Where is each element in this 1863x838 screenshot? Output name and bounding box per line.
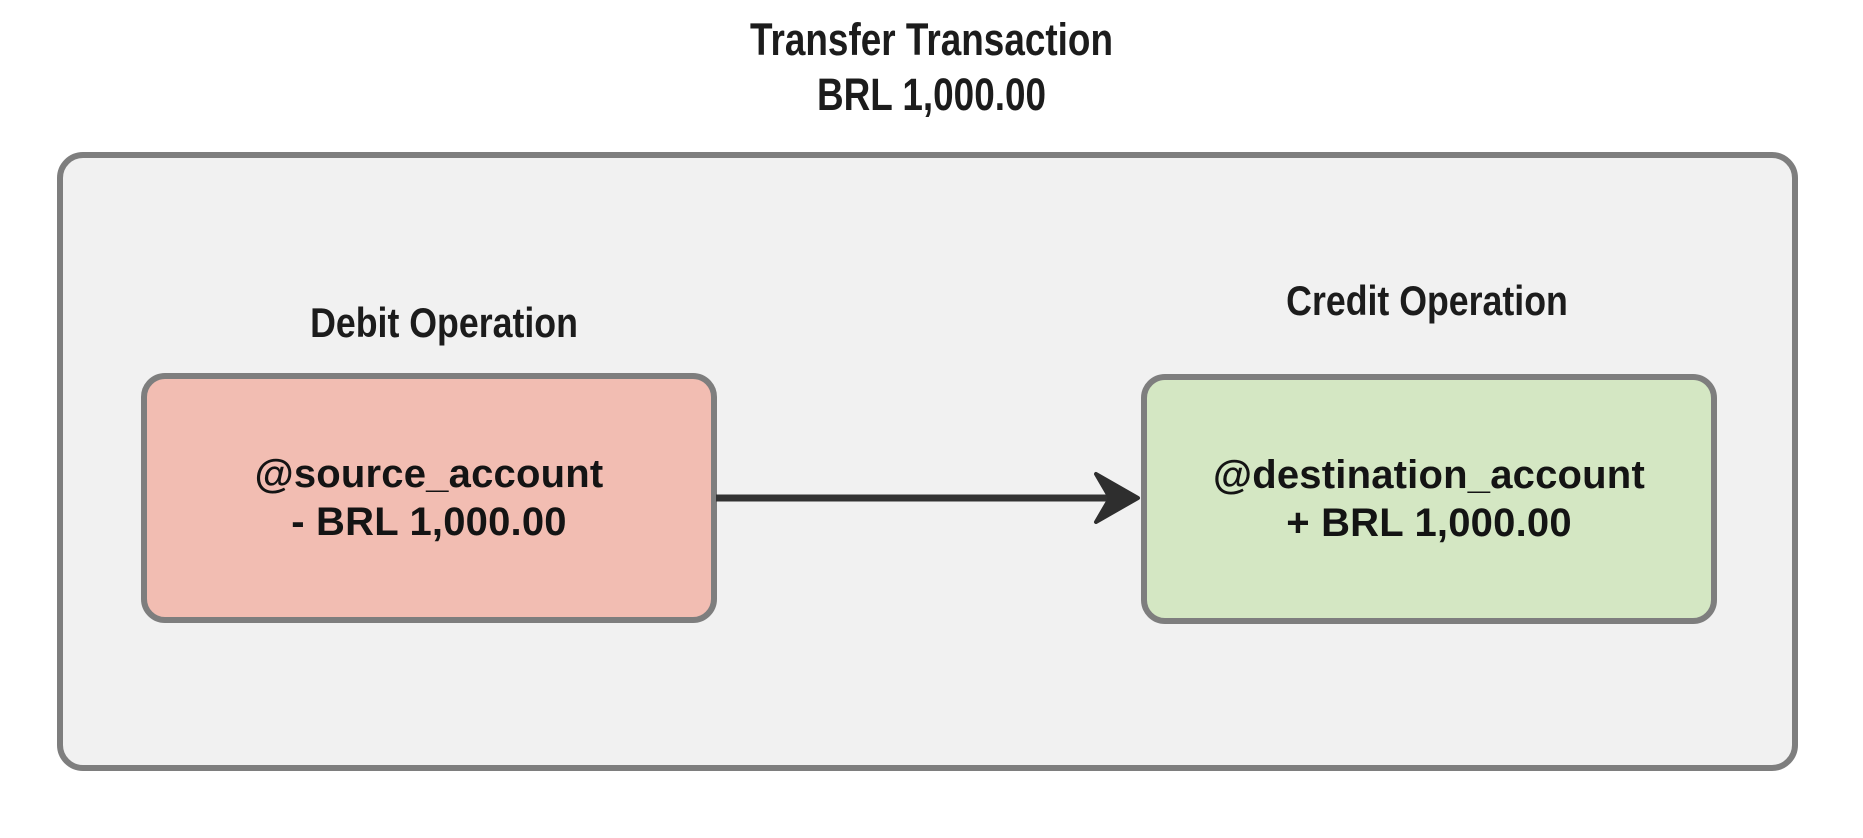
diagram-title-line1: Transfer Transaction	[749, 14, 1113, 65]
credit-operation-label: Credit Operation	[1286, 277, 1568, 324]
destination-account-amount: + BRL 1,000.00	[1286, 501, 1572, 545]
destination-account-name: @destination_account	[1213, 453, 1645, 497]
transaction-amount: BRL 1,000.00	[816, 69, 1047, 120]
source-account-name: @source_account	[254, 452, 604, 496]
source-account-amount: - BRL 1,000.00	[291, 500, 567, 544]
diagram-title: Transfer Transaction BRL 1,000.00	[168, 12, 1696, 122]
debit-operation-label: Debit Operation	[310, 299, 578, 346]
source-account-node: @source_account - BRL 1,000.00	[141, 373, 717, 623]
destination-account-node: @destination_account + BRL 1,000.00	[1141, 374, 1717, 624]
